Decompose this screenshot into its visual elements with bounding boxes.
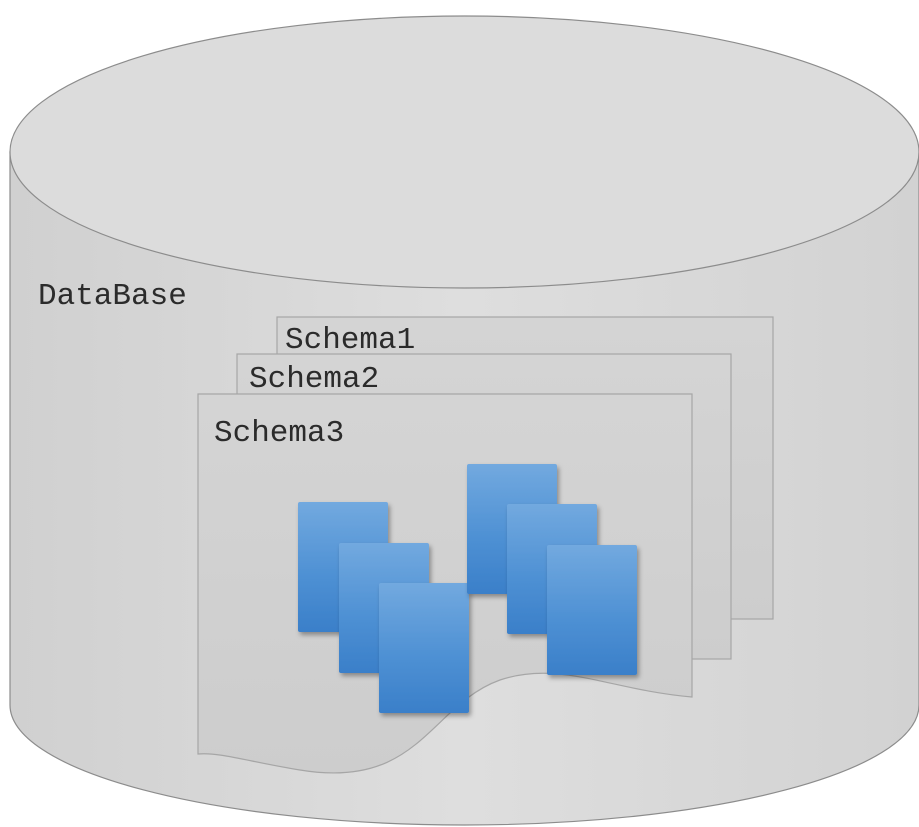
- table-icon: [547, 545, 637, 675]
- table-icon: [379, 583, 469, 713]
- schema2-label: Schema2: [249, 362, 379, 397]
- database-label: DataBase: [38, 279, 187, 314]
- schema1-label: Schema1: [285, 323, 415, 358]
- schema3-label: Schema3: [214, 416, 344, 451]
- cylinder-top: [9, 15, 919, 289]
